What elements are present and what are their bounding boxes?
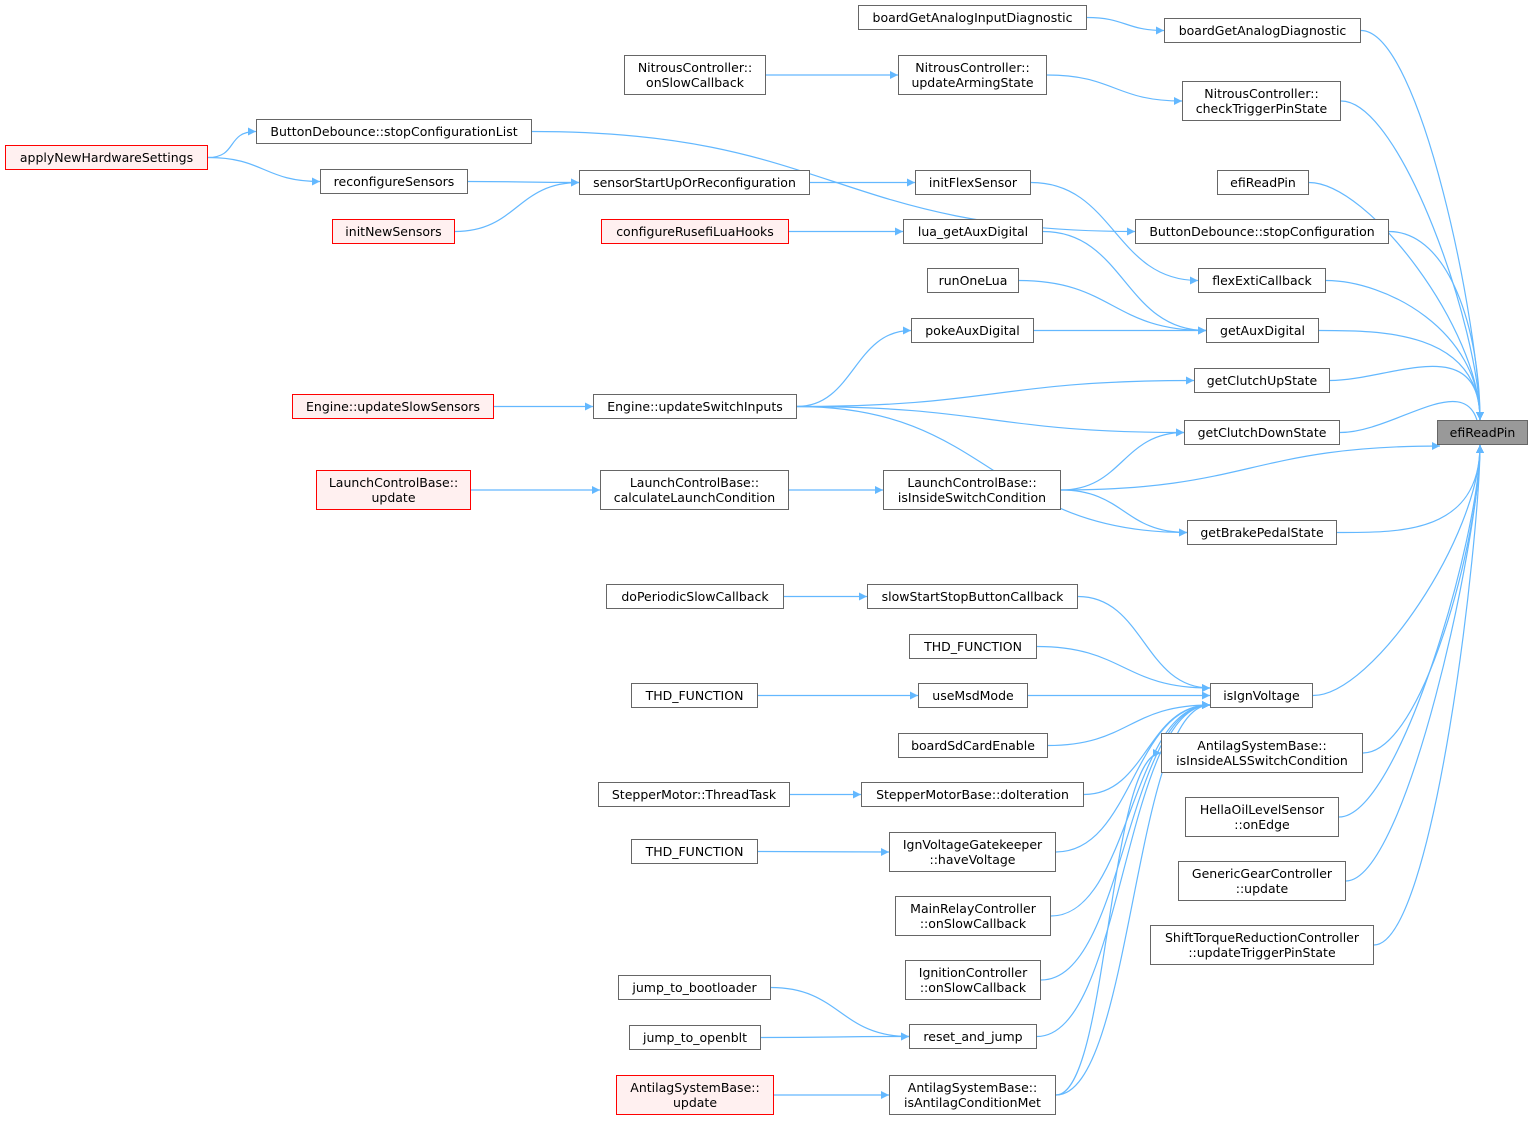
edge-lcb-inside-to-clutch-down: [1060, 428, 1185, 491]
edge-clutch-down-to-efi-read-pin: [1339, 400, 1484, 446]
edge-als-met-to-is-ign: [1055, 701, 1211, 1096]
edge-board-get-analog-input-diagnostic-to-board-get-analog-diagnostic: [1086, 16, 1165, 35]
graph-node-gear[interactable]: GenericGearController ::update: [1178, 861, 1346, 901]
edge-hella-to-efi-read-pin: [1338, 444, 1484, 818]
graph-node-board-sd[interactable]: boardSdCardEnable: [898, 733, 1048, 758]
edge-get-aux-to-efi-read-pin: [1318, 329, 1484, 421]
edge-ign-ctrl-to-is-ign: [1040, 701, 1211, 981]
graph-node-nitrous-arming[interactable]: NitrousController:: updateArmingState: [898, 55, 1047, 95]
edge-is-ign-to-efi-read-pin: [1312, 444, 1484, 697]
edge-init-new-sensors-to-sensor-start-up: [454, 178, 580, 233]
graph-node-shift-torque[interactable]: ShiftTorqueReductionController ::updateT…: [1150, 925, 1374, 965]
graph-node-init-flex-sensor[interactable]: initFlexSensor: [915, 170, 1031, 195]
edge-main-relay-to-is-ign: [1050, 701, 1211, 917]
edge-gear-to-efi-read-pin: [1345, 444, 1484, 882]
graph-node-lcb-update[interactable]: LaunchControlBase:: update: [316, 470, 471, 510]
graph-node-efi-read-pin-caller[interactable]: efiReadPin: [1217, 170, 1309, 195]
edge-thd1-to-is-ign: [1036, 645, 1211, 692]
graph-node-have-voltage[interactable]: IgnVoltageGatekeeper ::haveVoltage: [889, 832, 1056, 872]
graph-node-update-slow-sensors[interactable]: Engine::updateSlowSensors: [292, 394, 494, 419]
graph-node-poke-aux[interactable]: pokeAuxDigital: [911, 318, 1034, 343]
edge-shift-torque-to-efi-read-pin: [1373, 444, 1484, 946]
graph-node-stop-config-list[interactable]: ButtonDebounce::stopConfigurationList: [256, 119, 532, 144]
graph-node-use-msd[interactable]: useMsdMode: [918, 683, 1028, 708]
graph-node-board-get-analog-input-diagnostic[interactable]: boardGetAnalogInputDiagnostic: [858, 5, 1087, 30]
edge-have-voltage-to-is-ign: [1055, 701, 1211, 853]
edge-nitrous-check-to-efi-read-pin: [1340, 100, 1484, 421]
graph-node-board-get-analog-diagnostic[interactable]: boardGetAnalogDiagnostic: [1164, 18, 1361, 43]
edge-reset-jump-to-is-ign: [1036, 701, 1211, 1038]
edge-update-switch-inputs-to-clutch-up: [796, 376, 1195, 408]
graph-node-lcb-inside[interactable]: LaunchControlBase:: isInsideSwitchCondit…: [883, 470, 1061, 510]
graph-node-als-inside[interactable]: AntilagSystemBase:: isInsideALSSwitchCon…: [1161, 733, 1363, 773]
edge-apply-new-to-stop-config-list: [207, 127, 257, 159]
edge-thd3-to-have-voltage: [757, 847, 890, 856]
graph-node-get-aux[interactable]: getAuxDigital: [1206, 318, 1319, 343]
graph-node-reconfigure-sensors[interactable]: reconfigureSensors: [320, 169, 468, 194]
edge-lua-get-aux-to-get-aux: [1042, 230, 1207, 335]
edge-flex-exti-to-efi-read-pin: [1325, 279, 1484, 421]
graph-node-thd2[interactable]: THD_FUNCTION: [631, 683, 758, 708]
edge-lcb-inside-to-brake: [1060, 489, 1188, 537]
edge-brake-to-efi-read-pin: [1336, 444, 1484, 534]
graph-node-configure-lua[interactable]: configureRusefiLuaHooks: [601, 219, 789, 244]
edge-update-switch-inputs-to-poke-aux: [796, 326, 912, 408]
graph-node-als-update[interactable]: AntilagSystemBase:: update: [616, 1075, 774, 1115]
graph-node-lua-get-aux[interactable]: lua_getAuxDigital: [903, 219, 1043, 244]
graph-node-stop-config[interactable]: ButtonDebounce::stopConfiguration: [1135, 219, 1389, 244]
graph-node-ign-ctrl[interactable]: IgnitionController ::onSlowCallback: [905, 960, 1041, 1000]
edge-lcb-inside-to-efi-read-pin: [1060, 442, 1441, 491]
edge-board-sd-to-is-ign: [1047, 701, 1211, 747]
graph-node-clutch-up[interactable]: getClutchUpState: [1194, 368, 1330, 393]
graph-node-thd3[interactable]: THD_FUNCTION: [631, 839, 758, 864]
edge-jump-boot-to-reset-jump: [770, 986, 910, 1041]
graph-node-update-switch-inputs[interactable]: Engine::updateSwitchInputs: [593, 394, 797, 419]
graph-node-jump-boot[interactable]: jump_to_bootloader: [618, 975, 771, 1000]
edge-clutch-up-to-efi-read-pin: [1329, 365, 1484, 421]
graph-node-flex-exti[interactable]: flexExtiCallback: [1198, 268, 1326, 293]
graph-node-stepper-iter[interactable]: StepperMotorBase::doIteration: [861, 782, 1084, 807]
edge-init-flex-sensor-to-flex-exti: [1030, 181, 1199, 285]
edge-stop-config-to-efi-read-pin: [1388, 230, 1484, 421]
graph-node-nitrous-check[interactable]: NitrousController:: checkTriggerPinState: [1182, 81, 1341, 121]
graph-node-thd1[interactable]: THD_FUNCTION: [909, 634, 1037, 659]
graph-node-hella[interactable]: HellaOilLevelSensor ::onEdge: [1185, 797, 1339, 837]
graph-node-jump-openblt[interactable]: jump_to_openblt: [629, 1025, 761, 1050]
graph-node-stepper-task[interactable]: StepperMotor::ThreadTask: [598, 782, 790, 807]
graph-node-is-ign[interactable]: isIgnVoltage: [1210, 683, 1313, 708]
graph-node-main-relay[interactable]: MainRelayController ::onSlowCallback: [895, 896, 1051, 936]
graph-node-als-met[interactable]: AntilagSystemBase:: isAntilagConditionMe…: [889, 1075, 1056, 1115]
graph-node-nitrous-on-slow[interactable]: NitrousController:: onSlowCallback: [624, 55, 766, 95]
graph-node-sensor-start-up[interactable]: sensorStartUpOrReconfiguration: [579, 170, 810, 195]
graph-node-slow-start-stop[interactable]: slowStartStopButtonCallback: [867, 584, 1078, 609]
edge-reconfigure-sensors-to-sensor-start-up: [467, 178, 580, 187]
graph-node-do-periodic[interactable]: doPeriodicSlowCallback: [606, 584, 784, 609]
graph-node-clutch-down[interactable]: getClutchDownState: [1184, 420, 1340, 445]
edge-slow-start-stop-to-is-ign: [1077, 595, 1211, 692]
edge-als-inside-to-efi-read-pin: [1362, 444, 1484, 754]
graph-node-lcb-calc[interactable]: LaunchControlBase:: calculateLaunchCondi…: [600, 470, 789, 510]
edge-run-one-lua-to-get-aux: [1018, 279, 1207, 335]
edge-update-switch-inputs-to-brake: [796, 405, 1188, 537]
graph-node-init-new-sensors[interactable]: initNewSensors: [332, 219, 455, 244]
graph-node-reset-jump[interactable]: reset_and_jump: [909, 1024, 1037, 1049]
graph-node-run-one-lua[interactable]: runOneLua: [927, 268, 1019, 293]
edge-als-met-to-als-inside: [1055, 749, 1162, 1096]
edge-jump-openblt-to-reset-jump: [760, 1032, 910, 1041]
graph-node-apply-new[interactable]: applyNewHardwareSettings: [5, 145, 208, 170]
graph-node-brake[interactable]: getBrakePedalState: [1187, 520, 1337, 545]
edge-update-switch-inputs-to-clutch-down: [796, 405, 1185, 437]
edge-apply-new-to-reconfigure-sensors: [207, 156, 321, 186]
graph-node-efi-read-pin[interactable]: efiReadPin: [1437, 420, 1528, 445]
edge-nitrous-arming-to-nitrous-check: [1046, 74, 1183, 105]
